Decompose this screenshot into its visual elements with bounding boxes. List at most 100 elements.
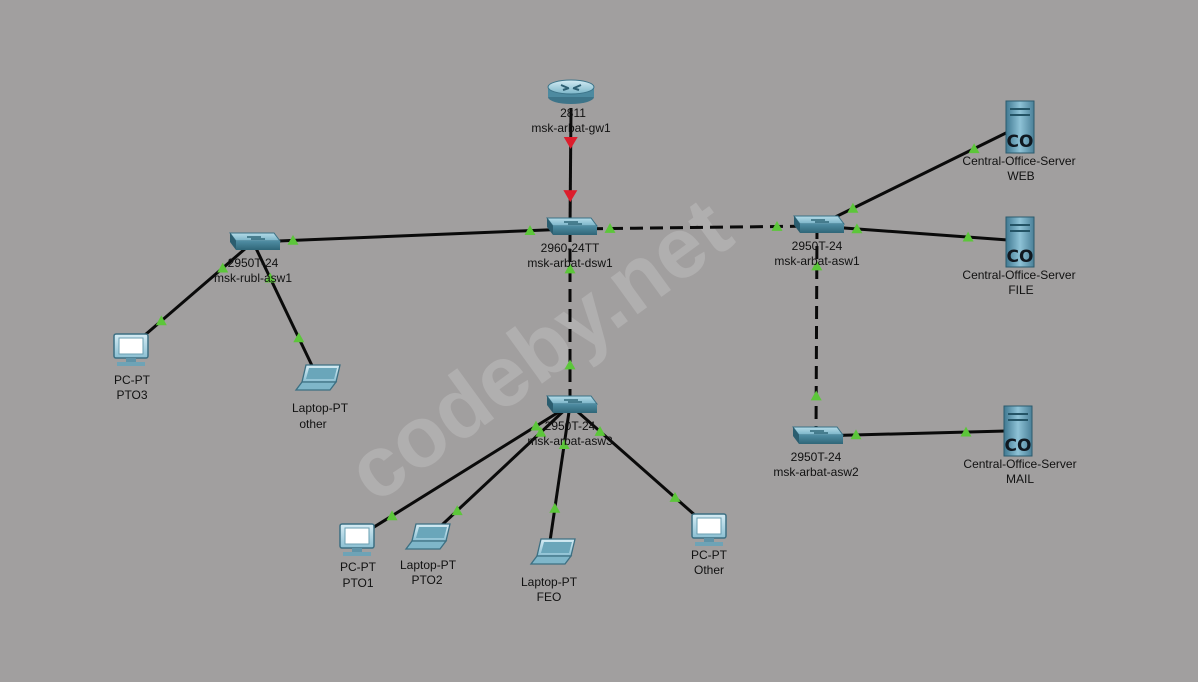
link-0-a-down-marker xyxy=(563,136,578,149)
link-11-b-up-marker xyxy=(451,505,463,516)
link-8-b-up-marker xyxy=(155,315,167,326)
device-model: PC-PT xyxy=(691,548,728,562)
laptop-icon xyxy=(294,364,341,391)
link-12-b-up-marker xyxy=(549,502,561,513)
switch-icon xyxy=(546,395,598,413)
pc-icon xyxy=(339,523,375,556)
link-2-b-up-marker xyxy=(771,221,783,231)
pc-icon xyxy=(691,513,727,546)
server-mail[interactable]: CO Central-Office-Server MAIL xyxy=(963,405,1077,486)
link-state-markers xyxy=(155,136,980,521)
device-model: 2950T-24 xyxy=(228,256,279,270)
switch-icon xyxy=(792,426,844,444)
cable-dsw1-rubl_asw1[interactable] xyxy=(252,227,571,244)
device-name: msk-rubl-asw1 xyxy=(214,271,292,285)
link-0-b-down-marker xyxy=(563,190,578,203)
cable-rubl_asw1-pto3[interactable] xyxy=(130,240,254,349)
svg-text:CO: CO xyxy=(1007,132,1034,152)
switch-icon xyxy=(229,232,281,250)
device-name: Other xyxy=(694,563,724,577)
link-5-a-up-marker xyxy=(847,202,859,213)
router-icon xyxy=(547,79,595,104)
link-11-a-up-marker xyxy=(535,426,547,437)
link-12-a-up-marker xyxy=(558,439,570,449)
device-name: other xyxy=(299,417,326,431)
server-web[interactable]: CO Central-Office-Server WEB xyxy=(962,100,1076,183)
link-6-b-up-marker xyxy=(962,231,974,242)
device-model: Central-Office-Server xyxy=(962,154,1075,168)
device-model: PC-PT xyxy=(340,560,377,574)
link-2-a-up-marker xyxy=(604,223,616,233)
link-4-a-up-marker xyxy=(811,260,823,271)
laptop-icon xyxy=(529,538,576,565)
cable-asw1-asw2[interactable] xyxy=(814,225,819,437)
device-name: PTO1 xyxy=(342,576,373,590)
switch-msk-arbat-asw1[interactable]: 2950T-24 msk-arbat-asw1 xyxy=(774,215,860,268)
link-7-b-up-marker xyxy=(960,426,972,437)
device-name: msk-arbat-asw3 xyxy=(527,434,613,448)
device-model: Laptop-PT xyxy=(521,575,578,589)
server-icon: CO xyxy=(1003,405,1033,457)
link-10-a-up-marker xyxy=(530,420,542,431)
device-name: msk-arbat-asw1 xyxy=(774,254,860,268)
cable-asw1-srv_file[interactable] xyxy=(816,224,1009,242)
pc-pto3[interactable]: PC-PT PTO3 xyxy=(113,333,151,402)
device-model: 2811 xyxy=(560,106,586,120)
device-model: 2950T-24 xyxy=(545,419,596,433)
device-model: 2960-24TT xyxy=(541,241,600,255)
switch-msk-arbat-asw2[interactable]: 2950T-24 msk-arbat-asw2 xyxy=(773,426,859,479)
device-model: Central-Office-Server xyxy=(962,268,1075,282)
laptop-feo[interactable]: Laptop-PT FEO xyxy=(521,538,578,604)
cable-gw1-dsw1[interactable] xyxy=(568,107,573,230)
switch-msk-rubl-asw1[interactable]: 2950T-24 msk-rubl-asw1 xyxy=(214,232,292,285)
device-model: 2950T-24 xyxy=(792,239,843,253)
link-5-b-up-marker xyxy=(968,143,980,154)
device-name: msk-arbat-dsw1 xyxy=(527,256,613,270)
cable-asw2-srv_mail[interactable] xyxy=(815,429,1007,438)
device-name: PTO2 xyxy=(411,573,442,587)
pc-pto1[interactable]: PC-PT PTO1 xyxy=(339,523,377,590)
server-file[interactable]: CO Central-Office-Server FILE xyxy=(962,216,1076,297)
server-icon: CO xyxy=(1005,216,1035,268)
router-msk-arbat-gw1[interactable]: 2811 msk-arbat-gw1 xyxy=(531,79,611,135)
svg-text:CO: CO xyxy=(1005,436,1032,456)
device-name: FILE xyxy=(1008,283,1033,297)
link-13-b-up-marker xyxy=(669,492,681,502)
device-name: PTO3 xyxy=(116,388,147,402)
device-model: Central-Office-Server xyxy=(963,457,1076,471)
laptop-other[interactable]: Laptop-PT other xyxy=(292,364,349,431)
switch-icon xyxy=(546,217,598,235)
cable-asw3-pto2[interactable] xyxy=(426,403,572,540)
link-8-a-up-marker xyxy=(217,262,229,273)
cable-asw3-feo[interactable] xyxy=(547,404,572,549)
device-name: MAIL xyxy=(1006,472,1034,486)
switch-msk-arbat-dsw1[interactable]: 2960-24TT msk-arbat-dsw1 xyxy=(527,217,613,270)
link-13-a-up-marker xyxy=(594,426,606,436)
link-7-a-up-marker xyxy=(850,429,862,440)
link-4-b-up-marker xyxy=(810,390,822,401)
laptop-icon xyxy=(404,523,451,550)
device-model: 2950T-24 xyxy=(791,450,842,464)
device-name: msk-arbat-asw2 xyxy=(773,465,859,479)
devices-layer: 2811 msk-arbat-gw1 2960-24TT msk-arbat-d… xyxy=(113,79,1077,604)
switch-msk-arbat-asw3[interactable]: 2950T-24 msk-arbat-asw3 xyxy=(527,395,613,448)
link-6-a-up-marker xyxy=(851,223,863,234)
device-model: Laptop-PT xyxy=(292,401,349,415)
pc-icon xyxy=(113,333,149,366)
link-1-b-up-marker xyxy=(287,234,299,245)
device-model: PC-PT xyxy=(114,373,151,387)
device-name: FEO xyxy=(537,590,562,604)
device-name: msk-arbat-gw1 xyxy=(531,121,611,135)
pc-other[interactable]: PC-PT Other xyxy=(691,513,728,577)
server-icon: CO xyxy=(1005,100,1035,154)
cable-asw1-srv_web[interactable] xyxy=(816,129,1011,228)
link-3-b-up-marker xyxy=(564,359,576,370)
cable-asw3-pc_other[interactable] xyxy=(569,403,706,526)
link-9-a-up-marker xyxy=(264,272,276,283)
laptop-pto2[interactable]: Laptop-PT PTO2 xyxy=(400,523,457,587)
switch-icon xyxy=(793,215,845,233)
link-1-a-up-marker xyxy=(524,225,536,235)
cable-rubl_asw1-lap_other[interactable] xyxy=(251,241,318,375)
device-model: Laptop-PT xyxy=(400,558,457,572)
